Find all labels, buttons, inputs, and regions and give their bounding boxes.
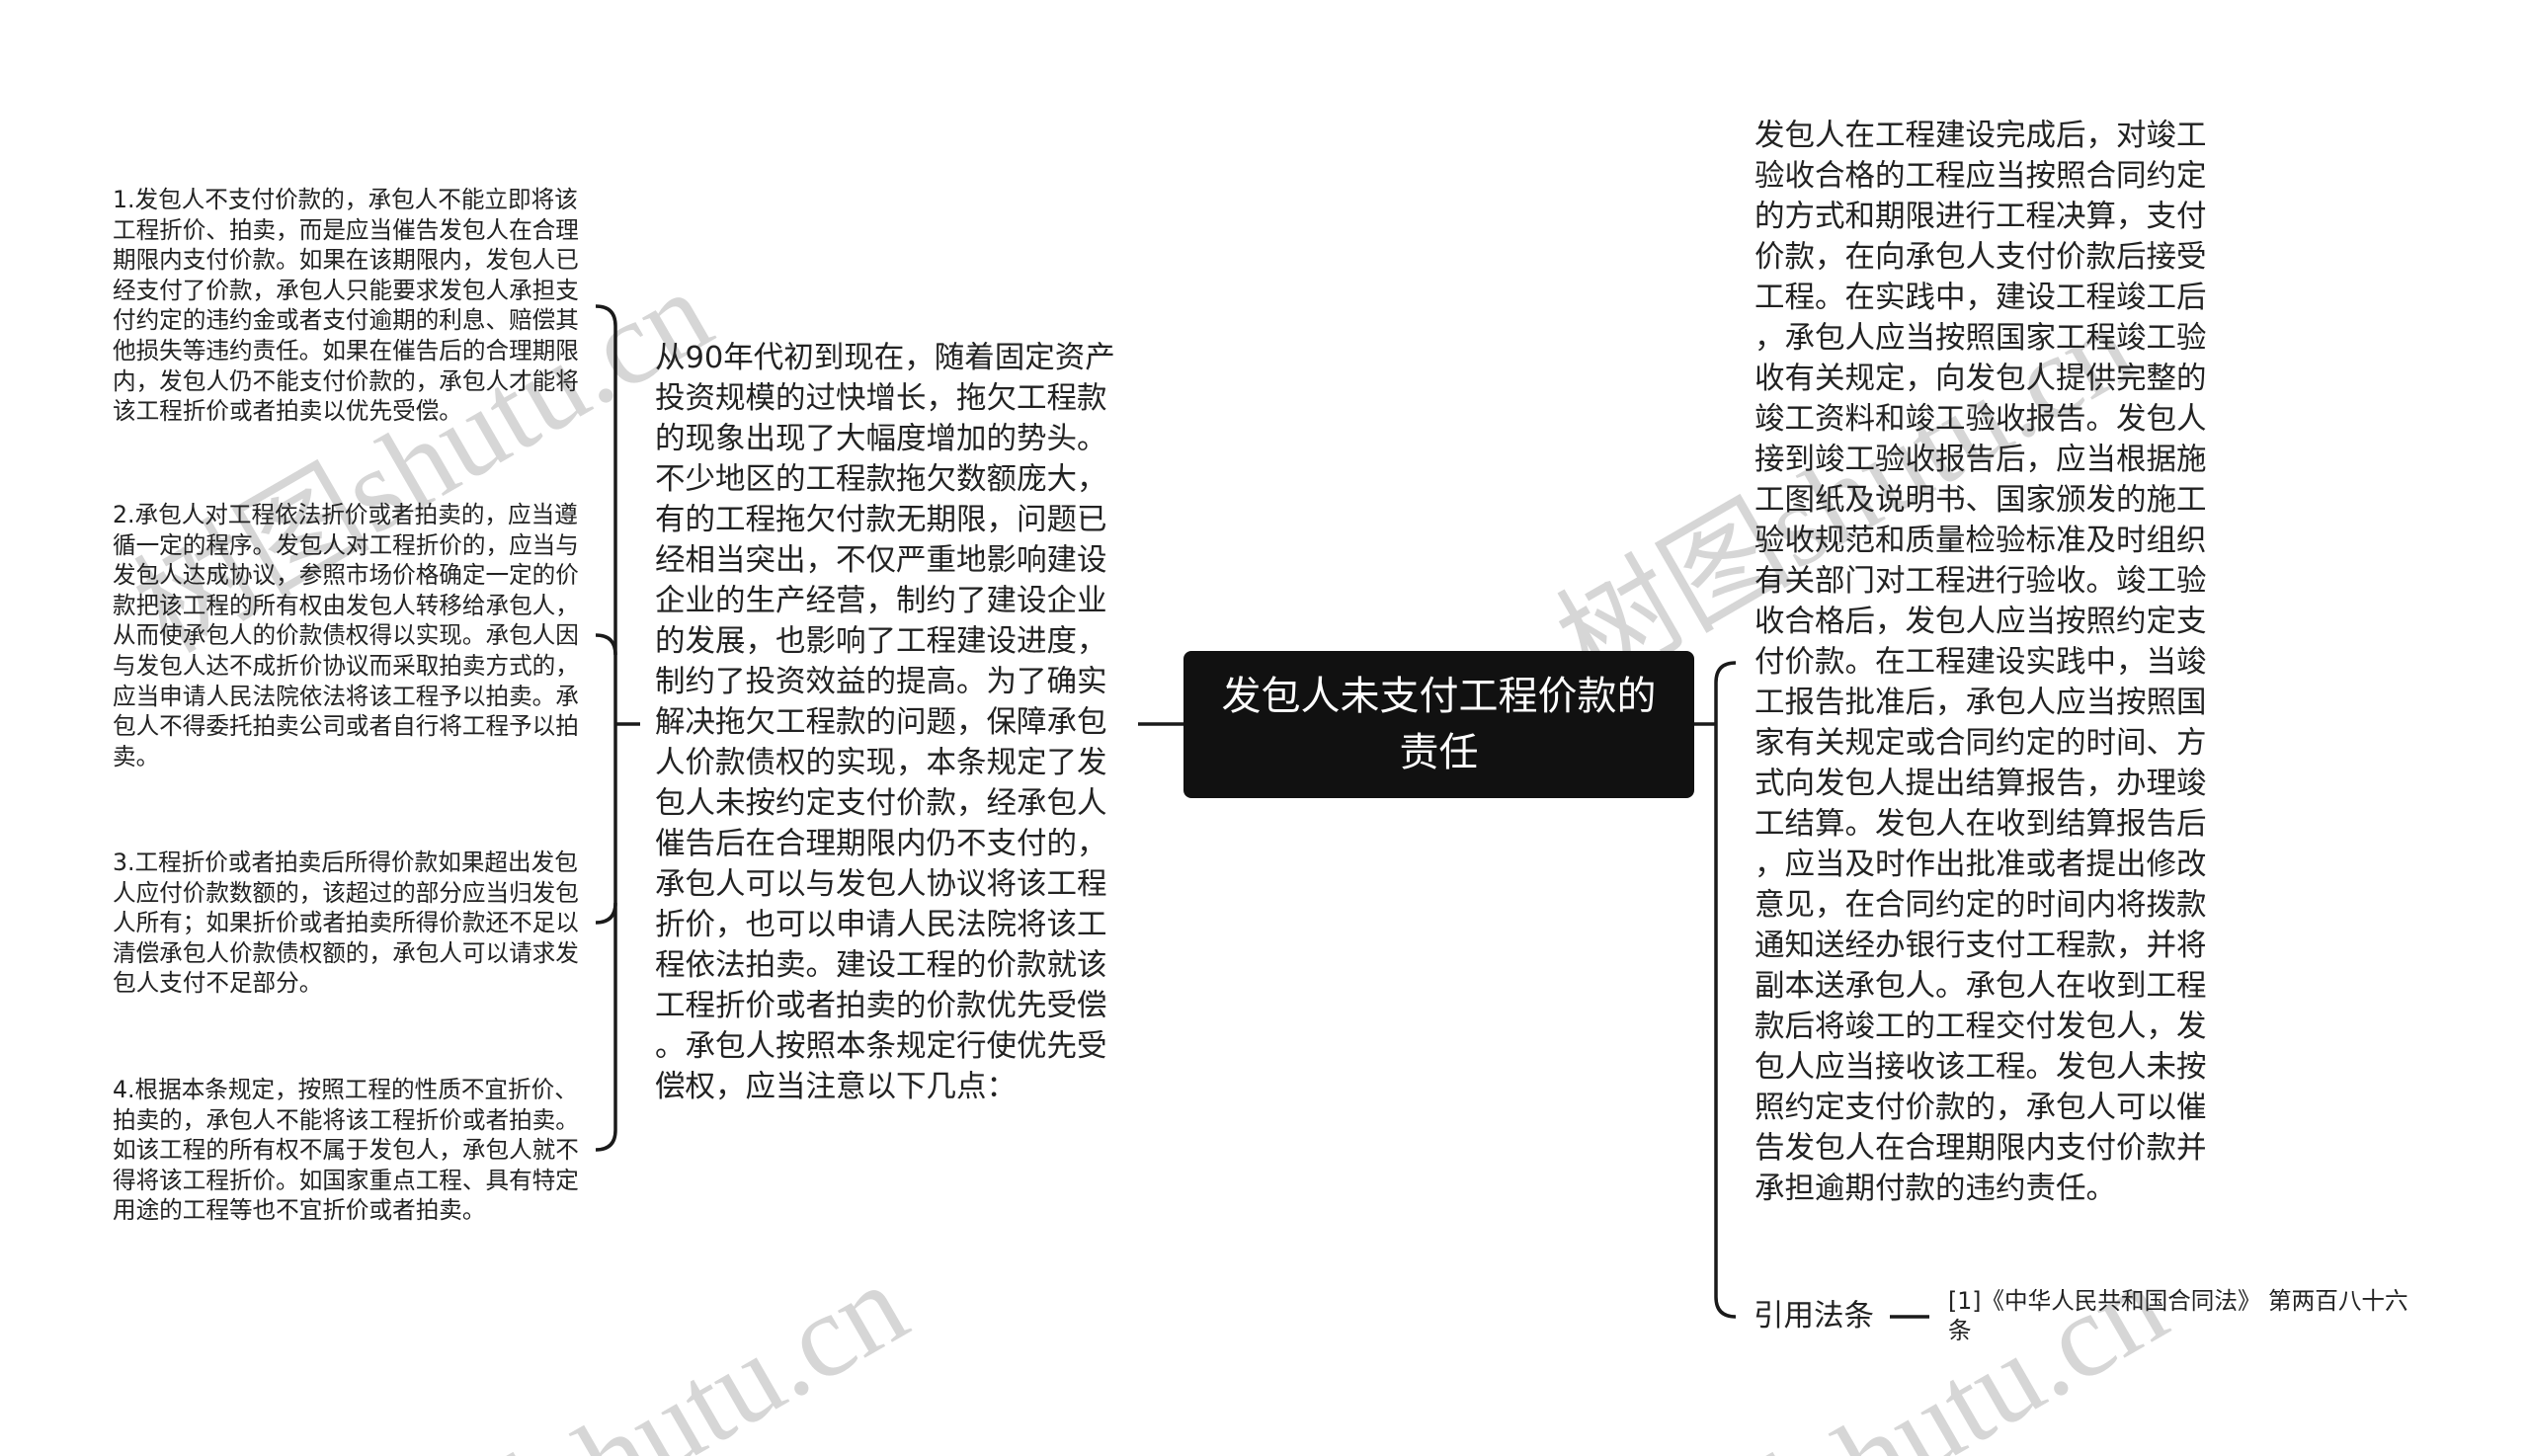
central-topic-node: 发包人未支付工程价款的 责任: [1183, 651, 1694, 798]
left-point-1: 1.发包人不支付价款的，承包人不能立即将该 工程折价、拍卖，而是应当催告发包人在…: [113, 186, 579, 426]
central-topic-label: 发包人未支付工程价款的 责任: [1221, 673, 1657, 775]
left-bracket-branch-2: [595, 633, 617, 656]
left-point-4: 4.根据本条规定，按照工程的性质不宜折价、 拍卖的，承包人不能将该工程折价或者拍…: [113, 1076, 579, 1225]
left-point-3: 3.工程折价或者拍卖后所得价款如果超出发包 人应付价款数额的，该超过的部分应当归…: [113, 849, 579, 998]
left-bracket: [595, 304, 617, 1152]
right-description-topic: 发包人在工程建设完成后，对竣工 验收合格的工程应当按照合同约定 的方式和期限进行…: [1754, 119, 2207, 1206]
citation-label: 引用法条: [1754, 1299, 1874, 1334]
left-bracket-branch-3: [595, 902, 617, 925]
left-point-2: 2.承包人对工程依法折价或者拍卖的，应当遵 循一定的程序。发包人对工程折价的，应…: [113, 501, 579, 770]
right-bracket: [1714, 661, 1737, 1319]
citation-reference: [1]《中华人民共和国合同法》 第两百八十六 条: [1948, 1287, 2408, 1344]
left-summary-topic: 从90年代初到现在，随着固定资产 投资规模的过快增长，拖欠工程款 的现象出现了大…: [655, 341, 1115, 1104]
